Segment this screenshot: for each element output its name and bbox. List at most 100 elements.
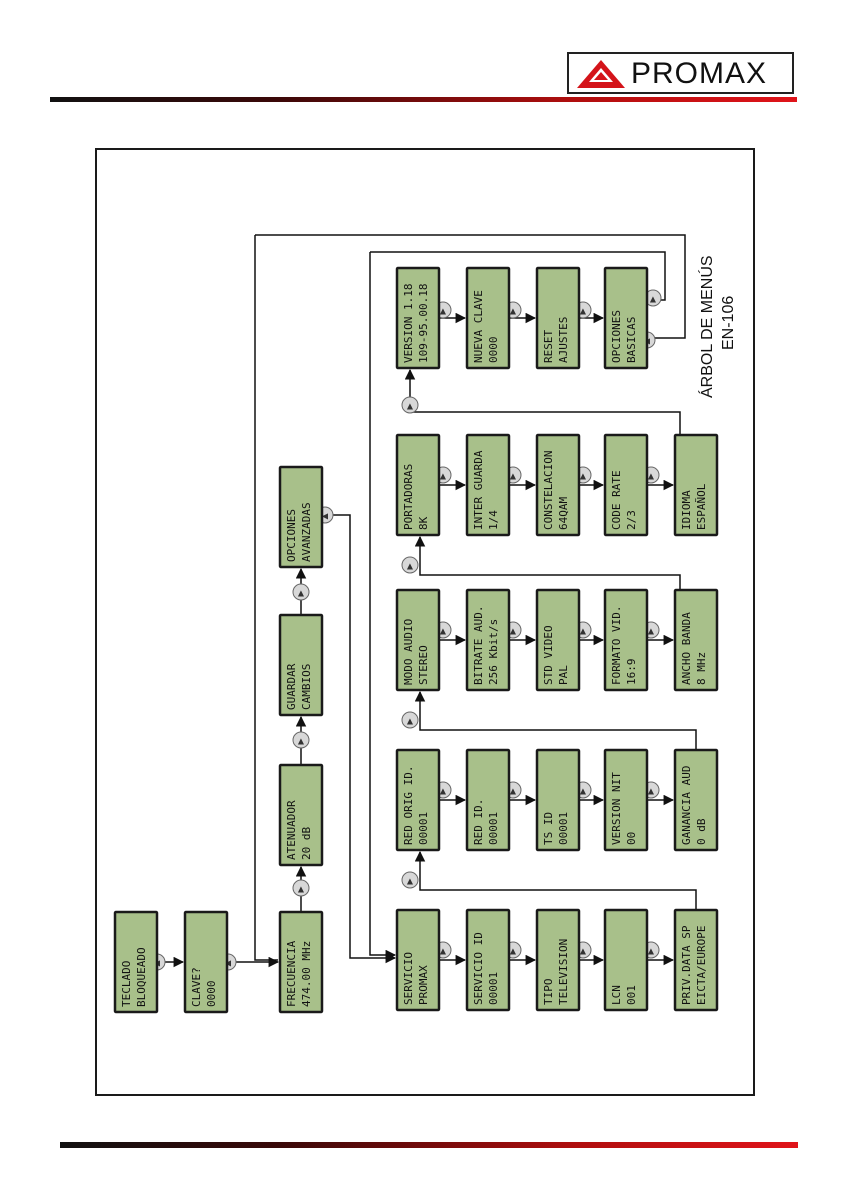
lcd-line: PROMAX	[417, 965, 430, 1005]
svg-text:▲: ▲	[298, 589, 305, 598]
svg-text:◀: ◀	[225, 959, 232, 968]
lcd-line: FRECUENCIA	[285, 940, 298, 1007]
svg-text:▲: ▲	[510, 627, 517, 636]
lcd-line: VERSION NIT	[610, 772, 623, 845]
promax-triangle-icon	[577, 60, 625, 88]
lcd-line: BITRATE AUD.	[472, 606, 485, 685]
lcd-line: EICTA/EUROPE	[695, 926, 708, 1005]
svg-text:▲: ▲	[440, 627, 447, 636]
lcd-line: LCN	[610, 985, 623, 1005]
lcd-line: 00001	[417, 812, 430, 845]
lcd-line: 0000	[205, 981, 218, 1008]
svg-text:▲: ▲	[510, 787, 517, 796]
svg-text:▲: ▲	[580, 627, 587, 636]
lcd-line: RED ORIG ID.	[402, 766, 415, 845]
lcd-clave: CLAVE?0000	[183, 910, 229, 1014]
lcd-line: GANANCIA AUD	[680, 766, 693, 845]
svg-text:▲: ▲	[510, 947, 517, 956]
lcd-line: 0000	[487, 337, 500, 364]
lcd-line: INTER GUARDA	[472, 450, 485, 530]
lcd-line: AJUSTES	[557, 317, 570, 363]
arrow-button-icon: ▲	[644, 289, 662, 307]
footer-rule	[60, 1142, 798, 1148]
lcd-line: BASICAS	[625, 317, 638, 363]
lcd-formato: FORMATO VID.16:9	[603, 588, 649, 692]
lcd-line: OPCIONES	[610, 310, 623, 363]
lcd-line: 1/4	[487, 510, 500, 530]
arrow-button-icon: ▲	[401, 711, 419, 729]
lcd-line: IDIOMA	[680, 490, 693, 530]
lcd-line: NUEVA CLAVE	[472, 290, 485, 363]
lcd-line: 00001	[557, 812, 570, 845]
svg-text:▲: ▲	[510, 307, 517, 316]
lcd-line: SERVICIO ID	[472, 932, 485, 1005]
diagram-title: ÁRBOL DE MENÚS	[697, 255, 716, 398]
arrow-button-icon: ▲	[292, 583, 310, 601]
lcd-line: TIPO	[542, 979, 555, 1006]
lcd-line: ATENUADOR	[285, 800, 298, 860]
lcd-line: STEREO	[417, 645, 430, 685]
svg-text:▲: ▲	[648, 627, 655, 636]
svg-text:▲: ▲	[580, 947, 587, 956]
svg-text:▲: ▲	[298, 885, 305, 894]
svg-text:▲: ▲	[298, 737, 305, 746]
svg-text:▲: ▲	[407, 402, 414, 411]
svg-text:▲: ▲	[440, 472, 447, 481]
svg-text:▲: ▲	[648, 947, 655, 956]
lcd-line: 2/3	[625, 510, 638, 530]
lcd-line: SERVICIO	[402, 952, 415, 1005]
svg-text:▲: ▲	[580, 787, 587, 796]
lcd-line: AVANZADAS	[300, 502, 313, 562]
arrow-button-icon: ▲	[401, 396, 419, 414]
lcd-line: 8 MHz	[695, 652, 708, 685]
lcd-line: PRIV.DATA SP	[680, 925, 693, 1005]
lcd-line: TS ID	[542, 812, 555, 845]
lcd-line: 001	[625, 985, 638, 1005]
lcd-line: CAMBIOS	[300, 664, 313, 710]
lcd-line: VERSION 1.18	[402, 284, 415, 363]
svg-text:▲: ▲	[407, 562, 414, 571]
diagram-frame	[95, 148, 755, 1096]
header-rule	[50, 97, 797, 102]
lcd-line: MODO AUDIO	[402, 619, 415, 685]
lcd-line: CODE RATE	[610, 470, 623, 530]
lcd-line: 474.00 MHz	[300, 941, 313, 1007]
lcd-line: 20 dB	[300, 827, 313, 860]
lcd-line: STD VIDEO	[542, 625, 555, 685]
lcd-line: RED ID.	[472, 799, 485, 845]
lcd-line: CLAVE?	[190, 967, 203, 1007]
lcd-line: 00001	[487, 972, 500, 1005]
svg-text:▲: ▲	[580, 472, 587, 481]
brand-name: PROMAX	[631, 57, 768, 90]
lcd-line: 16:9	[625, 659, 638, 686]
lcd-line: TELEVISION	[557, 939, 570, 1005]
lcd-line: PAL	[557, 665, 570, 685]
svg-text:▲: ▲	[407, 877, 414, 886]
lcd-line: RESET	[542, 330, 555, 363]
arrow-button-icon: ▲	[401, 871, 419, 889]
lcd-line: 8K	[417, 516, 430, 530]
svg-text:◀: ◀	[322, 512, 329, 521]
lcd-line: ESPAÑOL	[695, 483, 708, 530]
connector-lines	[157, 234, 697, 968]
